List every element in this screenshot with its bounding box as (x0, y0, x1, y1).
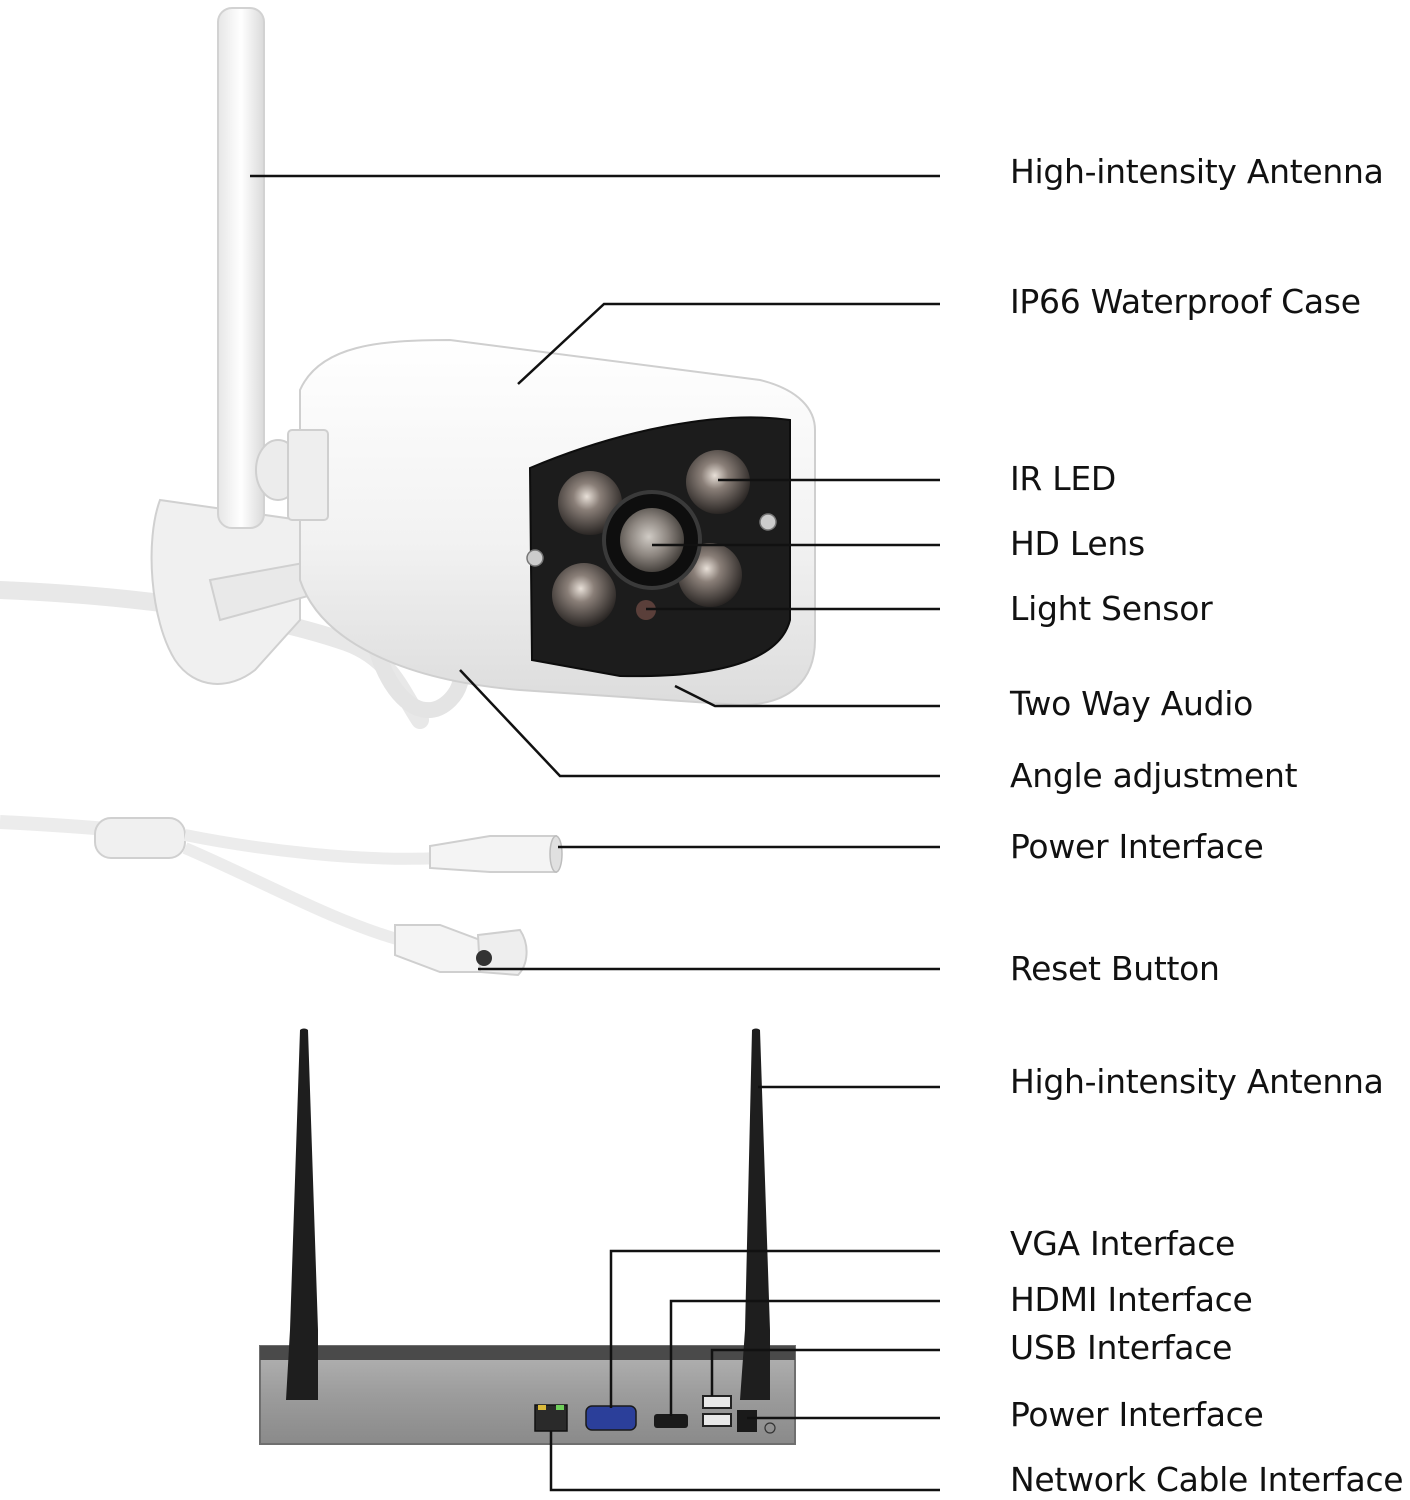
ir-led-top-right (686, 450, 750, 514)
ir-led-top-left (558, 471, 622, 535)
screw-right (759, 513, 777, 531)
reset-button-dot (476, 950, 492, 966)
ir-led-bottom-left (552, 563, 616, 627)
label-hd-lens: HD Lens (1010, 524, 1145, 563)
hd-lens-glass (620, 508, 684, 572)
power-connector (429, 835, 557, 873)
vga-port (585, 1405, 637, 1431)
cable-splitter (94, 817, 186, 859)
camera-illustration (0, 7, 816, 729)
label-usb-interface: USB Interface (1010, 1328, 1233, 1367)
leader-vga (609, 1249, 940, 1408)
power-connector-tip (549, 835, 563, 873)
label-ip66-waterproof-case: IP66 Waterproof Case (1010, 282, 1361, 321)
nvr-illustration (259, 1028, 796, 1445)
hdmi-port (654, 1414, 688, 1428)
ground-screw (764, 1422, 776, 1434)
camera-side-plate (287, 429, 329, 521)
lan-port-led-left (538, 1405, 546, 1410)
camera-leader-lines (250, 174, 940, 971)
leader-hdmi (669, 1299, 940, 1416)
label-ir-led: IR LED (1010, 459, 1116, 498)
label-vga-interface: VGA Interface (1010, 1224, 1236, 1263)
label-nvr-high-intensity-antenna: High-intensity Antenna (1010, 1062, 1384, 1101)
label-network-cable-interface: Network Cable Interface (1010, 1460, 1404, 1499)
label-reset-button: Reset Button (1010, 949, 1220, 988)
label-high-intensity-antenna: High-intensity Antenna (1010, 152, 1384, 191)
screw-left (526, 549, 544, 567)
reset-cap (476, 928, 528, 977)
cable-branch-reset (182, 842, 402, 946)
label-light-sensor: Light Sensor (1010, 589, 1213, 628)
leader-two-way-audio (674, 684, 940, 708)
leader-case (517, 302, 940, 385)
label-power-interface: Power Interface (1010, 827, 1264, 866)
leader-angle-adjustment (459, 669, 940, 778)
nvr-top-edge (260, 1346, 795, 1360)
leader-usb (710, 1348, 940, 1396)
label-two-way-audio: Two Way Audio (1010, 684, 1254, 723)
dc-power-port (737, 1410, 757, 1432)
label-angle-adjustment: Angle adjustment (1010, 756, 1298, 795)
usb-port-top (702, 1395, 732, 1409)
camera-cable-connectors (0, 815, 563, 977)
nvr-leader-lines (549, 1085, 940, 1492)
cable-branch-power (183, 829, 441, 865)
lan-port-led-right (556, 1405, 564, 1410)
reset-connector (394, 924, 481, 973)
label-nvr-power-interface: Power Interface (1010, 1395, 1264, 1434)
nvr-antenna-right (740, 1028, 770, 1400)
label-hdmi-interface: HDMI Interface (1010, 1280, 1253, 1319)
nvr-antenna-left (286, 1028, 318, 1400)
usb-port-bottom (702, 1413, 732, 1427)
camera-antenna (217, 7, 265, 529)
leader-network (549, 1431, 940, 1492)
